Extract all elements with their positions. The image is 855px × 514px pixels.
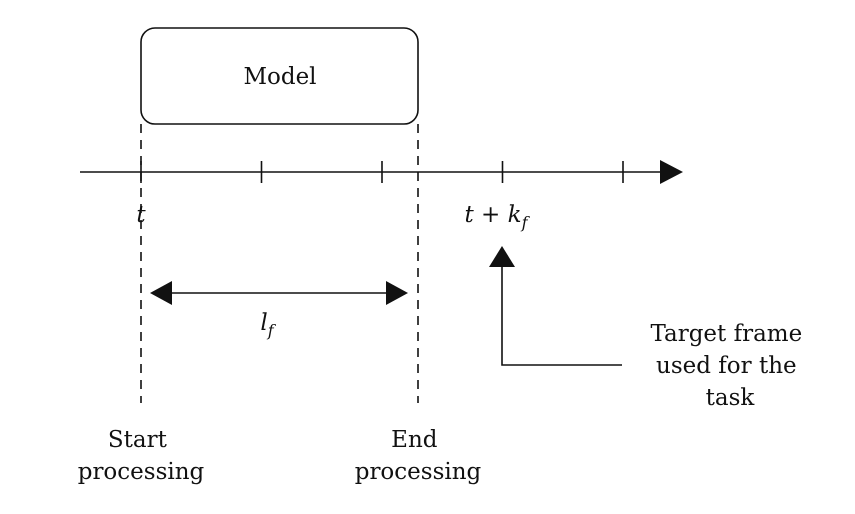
model-label: Model: [243, 64, 316, 90]
target-annotation-line: Target frame: [650, 321, 802, 347]
start-label-line: Start: [108, 427, 168, 453]
end-processing-label: End processing: [355, 427, 482, 485]
target-time-label: t + kf: [465, 202, 531, 232]
target-annotation: Target frame used for the task: [650, 321, 809, 411]
latency-subscript: f: [267, 321, 277, 340]
target-pointer-line: [501, 266, 622, 366]
latency-arrowhead-left: [150, 281, 172, 305]
latency-arrowhead-right: [386, 281, 408, 305]
model-box: [140, 27, 419, 125]
start-processing-label: Start processing: [78, 427, 205, 485]
target-annotation-line: used for the: [656, 353, 797, 379]
time-axis-arrowhead: [660, 160, 683, 184]
latency-symbol: l: [260, 310, 267, 336]
target-annotation-line: task: [706, 385, 756, 411]
target-pointer-arrowhead: [489, 246, 515, 267]
latency-label: lf: [260, 310, 276, 340]
axis-ticks: [140, 161, 624, 183]
start-label-line: processing: [78, 459, 205, 485]
start-time-label: t: [136, 202, 146, 228]
end-label-line: processing: [355, 459, 482, 485]
target-time-subscript: f: [521, 213, 531, 232]
end-label-line: End: [391, 427, 438, 453]
target-time-base: t + k: [465, 202, 522, 228]
